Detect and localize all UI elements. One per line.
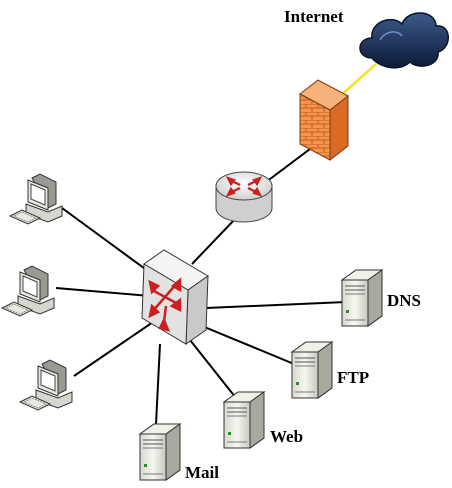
router-icon: [215, 171, 273, 223]
ftp-label: FTP: [337, 368, 369, 387]
computer-icon: [19, 359, 73, 411]
link-computer1-switch: [61, 207, 153, 275]
dns-label: DNS: [387, 291, 421, 310]
server-icon: [291, 341, 333, 399]
link-computer3-switch: [73, 319, 157, 377]
mail-label: Mail: [185, 463, 219, 482]
internet-label: Internet: [284, 7, 344, 26]
computer-icon: [1, 265, 55, 317]
server-icon: [139, 423, 181, 481]
link-switch-ftp: [201, 325, 295, 365]
link-computer2-switch: [55, 287, 151, 297]
link-switch-web: [189, 339, 237, 399]
server-icon: [223, 391, 265, 449]
link-internet-firewall: [337, 63, 377, 99]
cloud-icon: [359, 12, 449, 69]
link-switch-dns: [205, 301, 347, 309]
server-icon: [341, 269, 383, 327]
link-switch-mail: [155, 343, 161, 425]
switch-icon: [141, 249, 209, 345]
link-router-switch: [191, 217, 237, 265]
computer-icon: [9, 173, 63, 225]
web-label: Web: [270, 427, 303, 446]
firewall-icon: [299, 79, 349, 162]
